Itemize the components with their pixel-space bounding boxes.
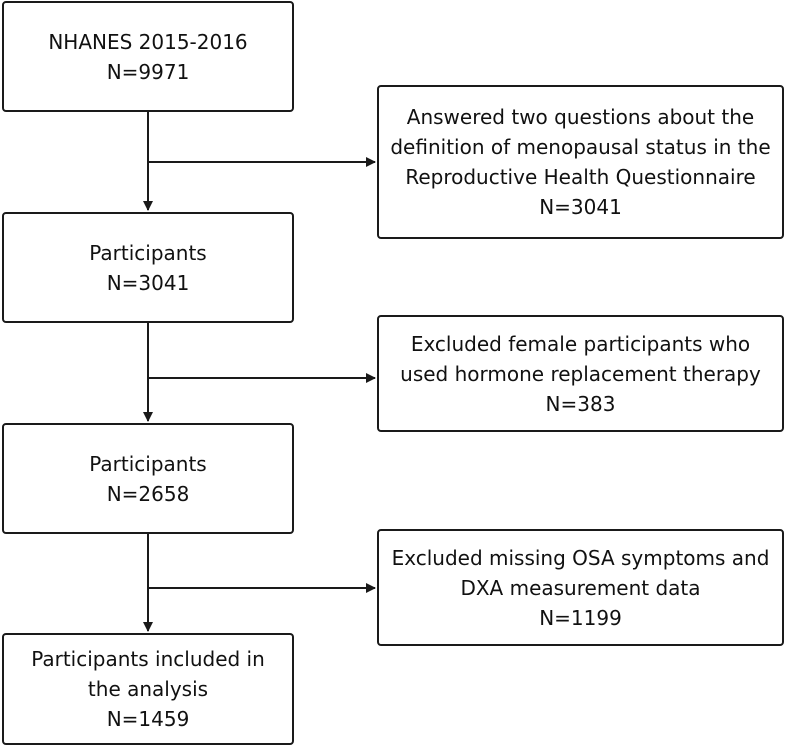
participants-box-2: Participants N=2658 <box>2 423 294 534</box>
start-count: N=9971 <box>106 59 190 84</box>
final-text-line-2: the analysis <box>87 677 209 701</box>
exclusion-2-count: N=383 <box>545 391 616 416</box>
start-title: NHANES 2015-2016 <box>48 29 248 54</box>
exclusion-1-text-line-3: Reproductive Health Questionnaire <box>405 165 756 189</box>
final-count: N=1459 <box>106 707 190 731</box>
participants-box-1: Participants N=3041 <box>2 212 294 323</box>
exclusion-box-3: Excluded missing OSA symptoms and DXA me… <box>377 529 784 646</box>
exclusion-2-text-line-1: Excluded female participants who <box>410 331 751 356</box>
participants-1-label: Participants <box>89 240 207 265</box>
exclusion-2-text-line-2: used hormone replacement therapy <box>400 361 761 386</box>
exclusion-box-2: Excluded female participants who used ho… <box>377 315 784 432</box>
participants-2-label: Participants <box>89 451 207 476</box>
exclusion-3-text-line-1: Excluded missing OSA symptoms and <box>391 545 770 570</box>
final-participants-box: Participants included in the analysis N=… <box>2 633 294 745</box>
final-text-line-1: Participants included in <box>31 647 265 671</box>
exclusion-1-text-line-1: Answered two questions about the <box>406 105 755 129</box>
participants-1-count: N=3041 <box>106 270 190 295</box>
exclusion-box-1: Answered two questions about the definit… <box>377 85 784 239</box>
exclusion-3-text-line-2: DXA measurement data <box>460 575 701 600</box>
participants-2-count: N=2658 <box>106 481 190 506</box>
start-box: NHANES 2015-2016 N=9971 <box>2 1 294 112</box>
exclusion-3-count: N=1199 <box>539 605 622 630</box>
exclusion-1-text-line-2: definition of menopausal status in the <box>390 135 771 159</box>
exclusion-1-count: N=3041 <box>539 195 622 219</box>
